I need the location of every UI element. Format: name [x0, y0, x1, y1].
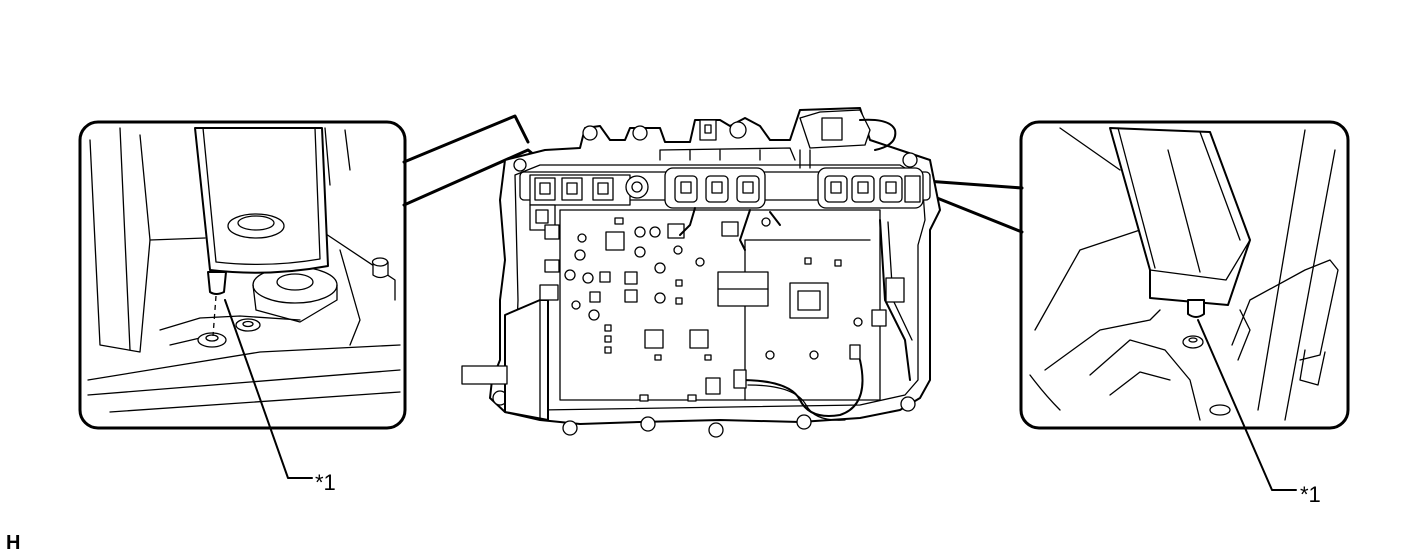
terminal-row	[534, 167, 924, 209]
right-inset-frame	[1019, 120, 1350, 430]
figure-corner-code: H	[6, 532, 20, 554]
left-inset-frame	[78, 120, 407, 430]
left-callout-leader	[224, 299, 313, 479]
left-part-callout-label: *1	[315, 470, 336, 495]
main-unit	[461, 107, 941, 438]
right-part-callout-label: *1	[1300, 482, 1321, 507]
left-detail-inset	[78, 114, 542, 479]
right-detail-inset	[910, 120, 1350, 491]
right-callout-leader	[1197, 319, 1297, 491]
